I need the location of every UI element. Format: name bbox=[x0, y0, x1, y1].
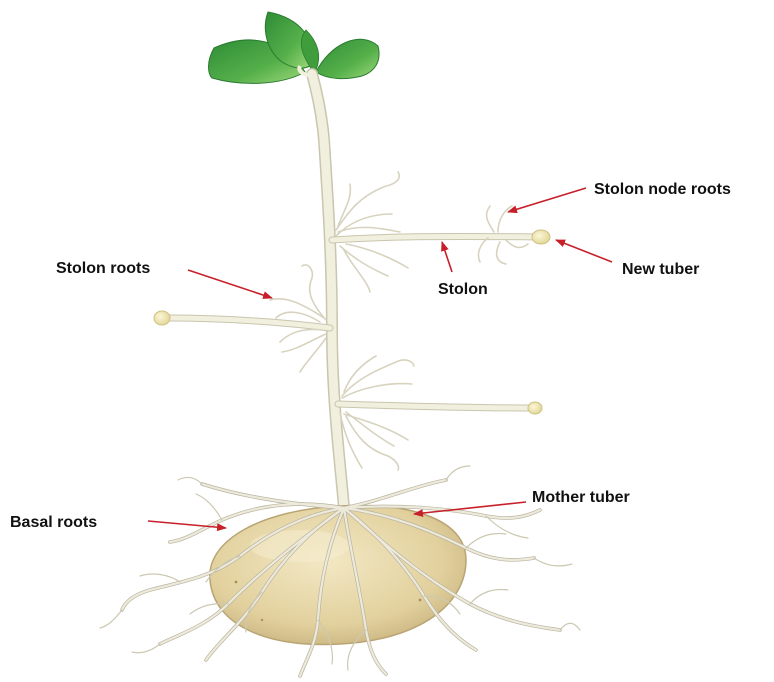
arrow-stolon bbox=[442, 242, 452, 272]
label-basal-roots: Basal roots bbox=[10, 514, 97, 531]
label-stolon: Stolon bbox=[438, 281, 488, 298]
new-tuber-bud bbox=[532, 230, 550, 244]
label-new-tuber: New tuber bbox=[622, 261, 699, 278]
arrow-new-tuber bbox=[556, 240, 612, 262]
arrow-stolon-roots bbox=[188, 270, 272, 298]
label-stolon-node-roots: Stolon node roots bbox=[594, 181, 731, 198]
arrow-stolon-node-roots bbox=[508, 188, 586, 212]
stolon-roots bbox=[270, 172, 528, 470]
leaf-right bbox=[316, 39, 379, 78]
stolon-upper-right bbox=[332, 230, 550, 244]
main-stem bbox=[299, 66, 344, 508]
stolon-tip-left bbox=[154, 311, 170, 325]
leaves bbox=[209, 12, 380, 83]
stolon-lower-right bbox=[338, 402, 542, 414]
label-mother-tuber: Mother tuber bbox=[532, 489, 630, 506]
stolon-tip-lower bbox=[528, 402, 542, 414]
label-stolon-roots: Stolon roots bbox=[56, 260, 150, 277]
labels: Stolon node roots New tuber Stolon Stolo… bbox=[10, 181, 731, 531]
